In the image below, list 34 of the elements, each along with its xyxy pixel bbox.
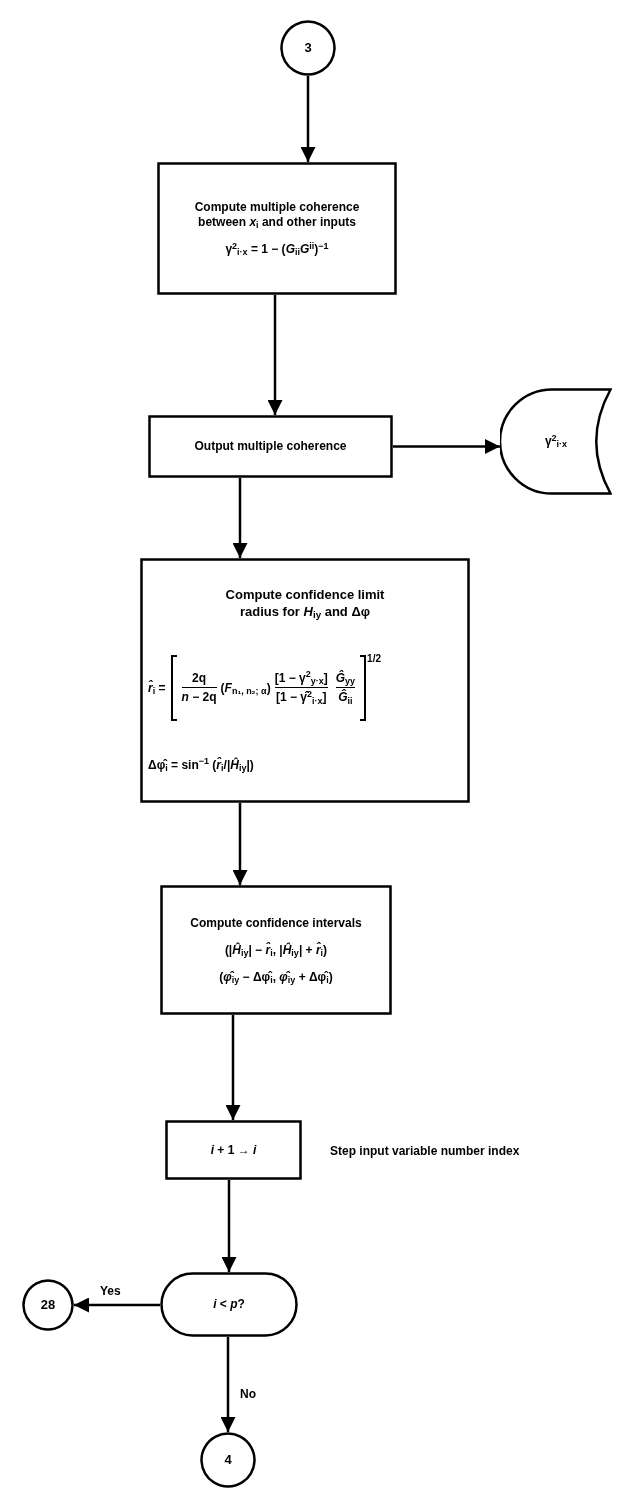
- edge-label: Yes: [100, 1284, 121, 1298]
- arrow: [74, 1297, 160, 1313]
- arrow: [225, 1015, 241, 1120]
- arrow: [221, 1180, 237, 1272]
- arrow: [393, 439, 500, 454]
- arrow: [232, 803, 248, 885]
- denominator: Ĝ$_{ii}$: [338, 688, 353, 707]
- formula: (φ̂$_{iy}$ − Δφ̂$_{i}$, φ̂$_{iy}$ + Δφ̂$_{i}$): [219, 969, 333, 985]
- formula: (|Ĥ$_{iy}$| − r̂$_{i}$, |Ĥ$_{iy}$| + r̂$_{i}$): [224, 942, 328, 958]
- formula-term: r̂$_{i}$ =: [148, 679, 166, 697]
- arrow: [300, 76, 316, 162]
- arrow: [220, 1337, 236, 1432]
- numerator: 2q: [192, 670, 207, 687]
- formula-term: (F$_{n₁, n₂; α}$): [220, 679, 271, 697]
- step-text: Compute confidence intervals: [190, 915, 362, 931]
- step-text: Compute multiple coherence between x$_{i}$ and other inputs: [193, 200, 361, 230]
- formula: Δφ̂$_{i}$ = sin$^{−1}$ (r̂$_{i}$/|Ĥ$_{iy}$|): [148, 755, 255, 774]
- arrow: [232, 478, 248, 558]
- step-note: Step input variable number index: [330, 1144, 520, 1158]
- denominator: [1 − γ̂$^{2}$$_{i·x}$]: [275, 688, 327, 707]
- step-text: i + 1 → i: [210, 1142, 257, 1158]
- numerator: [1 − γ$^{2}$$_{y·x}$]: [274, 669, 328, 687]
- connector-label: 3: [304, 39, 312, 57]
- denominator: n − 2q: [181, 689, 217, 707]
- connector-label: 4: [224, 1451, 232, 1469]
- connector-label: 28: [40, 1296, 56, 1314]
- edge-label: No: [240, 1387, 256, 1401]
- numerator: Ĝ$_{yy}$: [335, 669, 356, 687]
- formula: γ$^{2}$$_{i·x}$ = 1 − (G$_{ii}$G$^{ii}$)$^{−1}$: [225, 242, 329, 257]
- step-text: i < p?: [213, 1297, 245, 1312]
- step-heading: Compute confidence limit radius for H$_{iy}$ and Δφ: [224, 587, 386, 620]
- arrow: [267, 295, 283, 415]
- step-text: Output multiple coherence: [194, 439, 347, 454]
- exponent: 1/2: [367, 651, 381, 666]
